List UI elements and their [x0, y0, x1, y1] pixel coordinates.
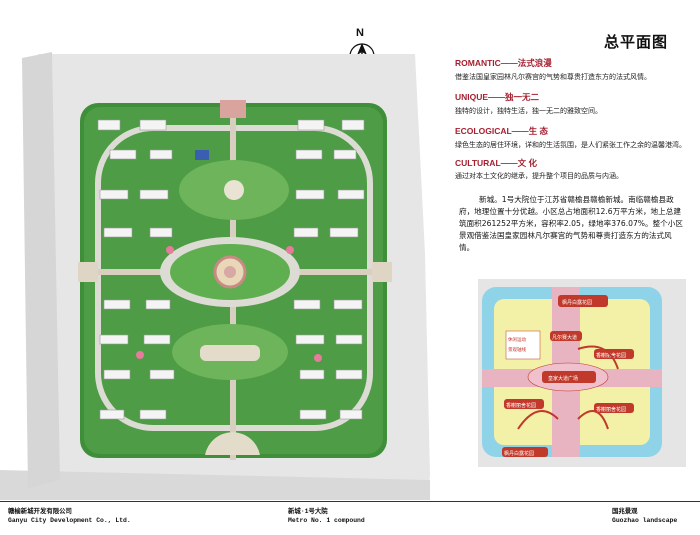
footer-designer-en: Guozhao landscape [612, 517, 678, 524]
residential-buildings [97, 119, 365, 420]
page-title: 总平面图 [604, 33, 669, 51]
north-label: N [356, 27, 364, 39]
landscape-structure-inset: 枫丹白露花园 皇家大道广场 凡尔赛大道 香榭丽舍花园 香榭丽舍花园 香榭丽舍花园… [478, 279, 686, 467]
inset-label-bottom: 枫丹白露花园 [504, 450, 534, 457]
inset-label-center: 皇家大道广场 [548, 375, 578, 382]
project-description: 新城。1号大院位于江苏省赣榆县赣榆新城。南临赣榆县政府，地理位置十分优越。小区总… [459, 195, 683, 252]
footer-divider [0, 501, 700, 502]
footer-designer-cn: 国兆景观 [612, 508, 638, 515]
section-title-ecological: ECOLOGICAL——生 态 [455, 126, 549, 136]
section-title-cultural: CULTURAL——文 化 [455, 158, 537, 168]
inset-label-top: 枫丹白露花园 [562, 299, 592, 306]
inset-label-left-bottom: 香榭丽舍花园 [506, 402, 536, 409]
master-plan-map [0, 52, 430, 500]
footer-project-en: Metro No. 1 compound [288, 517, 365, 524]
inset-legend-1: 休闲运动 [508, 336, 526, 343]
footer-project-cn: 新城·1号大院 [288, 508, 328, 515]
section-body-ecological: 绿色生态的居住环境，详和的生活氛围，是人们紧张工作之余的温馨港湾。 [455, 141, 686, 149]
section-body-romantic: 借鉴法国皇家园林凡尔赛宫的气势和尊贵打造东方的法式风情。 [455, 73, 651, 81]
footer-company-cn: 赣榆新城开发有限公司 [8, 508, 72, 515]
footer-company-en: Ganyu City Development Co., Ltd. [8, 517, 131, 524]
inset-legend-2: 景观轴线 [508, 346, 526, 353]
inset-label-left-top: 凡尔赛大道 [552, 334, 577, 341]
section-body-cultural: 通过对本土文化的继承，提升整个项目的品质与内涵。 [455, 172, 623, 180]
inset-label-right-bottom: 香榭丽舍花园 [596, 406, 626, 413]
section-title-romantic: ROMANTIC——法式浪漫 [455, 58, 552, 68]
section-body-unique: 独特的设计，独特生活，独一无二的雅致空间。 [455, 107, 602, 115]
section-title-unique: UNIQUE——独一无二 [455, 92, 540, 102]
